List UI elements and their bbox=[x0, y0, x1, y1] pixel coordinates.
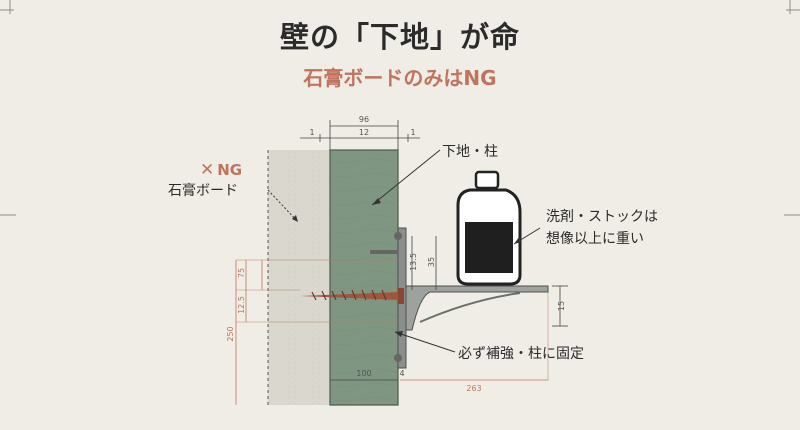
screw-icon bbox=[300, 288, 404, 304]
red-dimensions bbox=[235, 259, 549, 405]
cross-icon: ✕ bbox=[200, 160, 215, 180]
weight-note-line1: 洗剤・ストックは bbox=[546, 209, 658, 225]
page-title: 壁の「下地」が命 bbox=[279, 20, 520, 54]
dim-75: 75 bbox=[237, 268, 246, 278]
dim-top-right: 1 bbox=[410, 128, 415, 137]
dim-250: 250 bbox=[226, 326, 235, 341]
detergent-bottle-icon bbox=[456, 170, 522, 286]
dim-13-5: 13.5 bbox=[409, 253, 418, 271]
ng-label: ✕NG bbox=[200, 160, 242, 180]
gypsum-board-label: 石膏ボード bbox=[168, 183, 238, 199]
dim-top-left: 1 bbox=[309, 128, 314, 137]
dim-263: 263 bbox=[466, 384, 481, 393]
page-subtitle: 石膏ボードのみはNG bbox=[303, 66, 497, 90]
dim-4: 4 bbox=[399, 369, 404, 378]
dim-96: 96 bbox=[359, 115, 369, 124]
stud-label: 下地・柱 bbox=[442, 144, 498, 160]
weight-note-line2: 想像以上に重い bbox=[546, 231, 644, 247]
dim-15: 15 bbox=[557, 301, 566, 311]
dim-12: 12 bbox=[359, 128, 369, 137]
dim-35: 35 bbox=[427, 257, 436, 267]
dim-12-5: 12.5 bbox=[237, 296, 246, 314]
top-dimensions bbox=[300, 120, 420, 150]
dim-100: 100 bbox=[356, 369, 371, 378]
fix-note: 必ず補強・柱に固定 bbox=[458, 346, 584, 362]
crop-marks bbox=[0, 0, 800, 216]
ng-text: NG bbox=[217, 161, 243, 179]
